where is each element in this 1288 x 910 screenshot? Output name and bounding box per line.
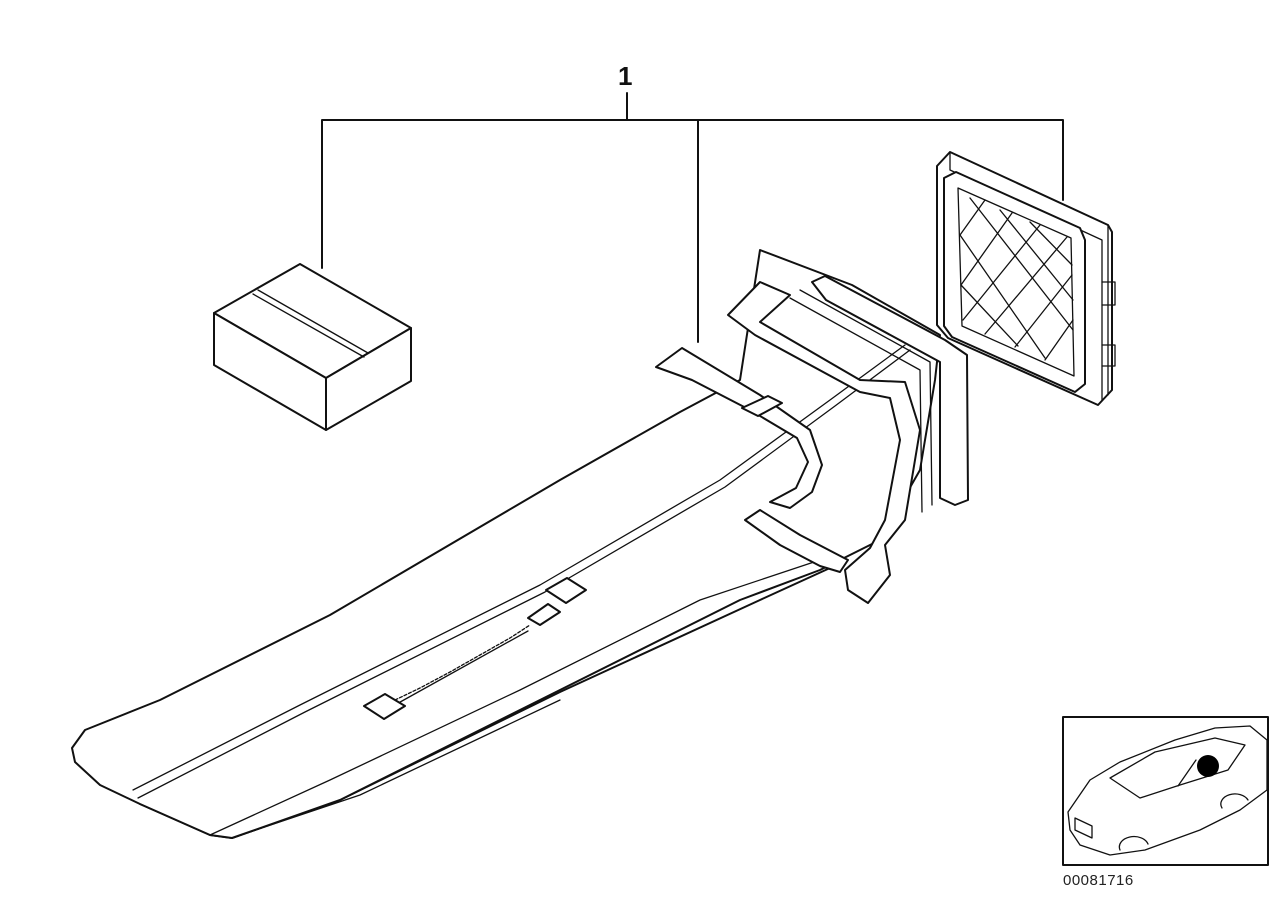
inset-car-windows — [1109, 737, 1246, 799]
duct-strap-lower — [744, 509, 849, 573]
zipper-end-patch-top — [545, 577, 587, 604]
air-duct[interactable] — [71, 249, 969, 839]
inset-car-wheels — [1118, 793, 1249, 851]
inset-car-body — [1067, 725, 1268, 856]
duct-flange — [811, 275, 969, 506]
callout-leader-lines — [321, 92, 1064, 343]
duct-zipper — [394, 624, 531, 701]
kit-box-side — [325, 327, 412, 431]
grille-frame[interactable] — [936, 151, 1116, 406]
grille-inner-opening — [957, 187, 1075, 377]
car-location-inset[interactable] — [1062, 716, 1269, 866]
location-marker — [1197, 755, 1219, 777]
diagram-reference-number: 00081716 — [1063, 872, 1134, 889]
duct-center-seam — [132, 344, 906, 791]
grille-clips — [1101, 281, 1116, 367]
duct-bracket — [727, 281, 921, 604]
duct-flange-inner — [789, 289, 933, 513]
inset-frame — [1062, 716, 1269, 866]
kit-box[interactable] — [213, 263, 412, 431]
duct-zipper-rail — [392, 630, 529, 707]
callout-group: 1 — [321, 61, 1064, 343]
callout-number[interactable]: 1 — [618, 61, 632, 91]
inset-car-grille — [1074, 817, 1093, 839]
grille-mesh — [959, 197, 1074, 361]
strap-buckle — [741, 395, 783, 417]
zipper-end-patch-bottom — [363, 693, 406, 720]
duct-edge-detail — [209, 559, 821, 839]
zipper-pull-tab — [527, 603, 561, 626]
duct-center-seam-2 — [137, 349, 911, 799]
grille-inner-frame — [943, 171, 1086, 393]
kit-box-tape-line — [252, 289, 369, 358]
